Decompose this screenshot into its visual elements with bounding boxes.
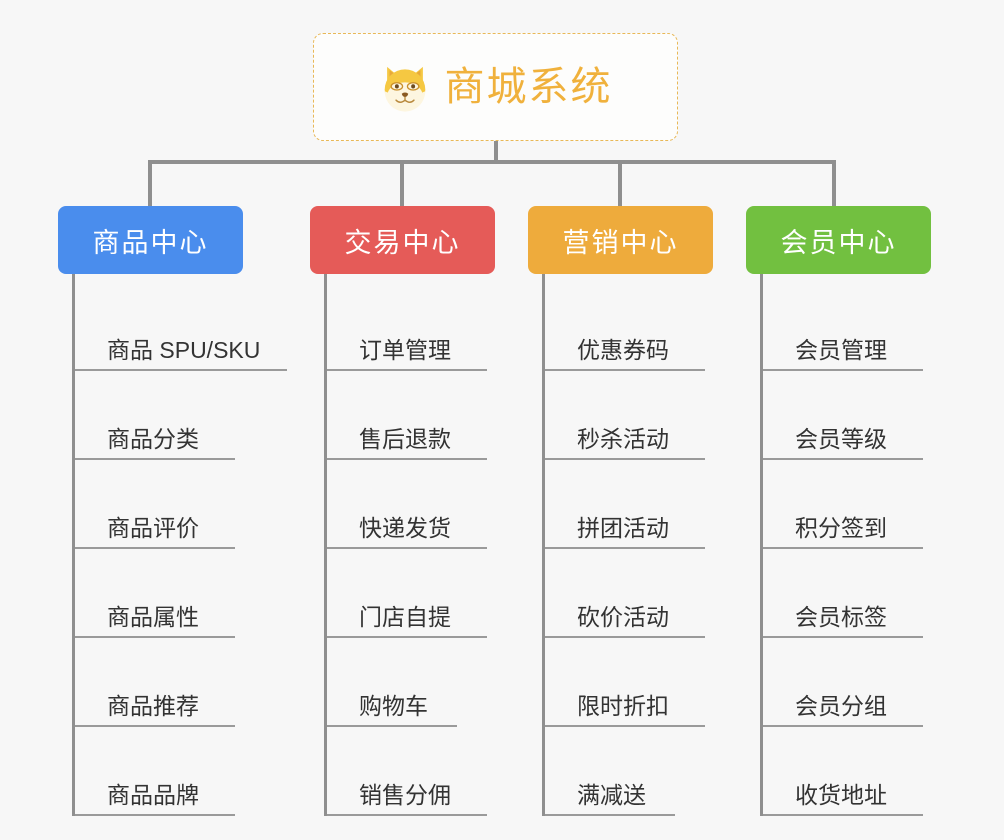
leaf-label: 会员标签 [795,603,887,630]
leaf-underline [327,814,487,816]
leaf-underline [545,636,705,638]
list-item[interactable]: 商品 SPU/SKU [75,282,287,371]
leaf-list-marketing: 优惠券码 秒杀活动 拼团活动 砍价活动 限时折扣 满减送 [542,274,748,816]
list-item[interactable]: 商品品牌 [75,727,278,816]
list-item[interactable]: 会员分组 [763,638,966,727]
list-item[interactable]: 订单管理 [327,282,530,371]
leaf-label: 会员分组 [795,692,887,719]
list-item[interactable]: 商品评价 [75,460,278,549]
list-item[interactable]: 会员管理 [763,282,966,371]
root-node[interactable]: 商城系统 [313,33,678,141]
root-title: 商城系统 [444,65,613,109]
list-item[interactable]: 会员等级 [763,371,966,460]
leaf-list-trade: 订单管理 售后退款 快递发货 门店自提 购物车 销售分佣 [324,274,530,816]
leaf-underline [763,547,923,549]
category-column-member: 会员中心 会员管理 会员等级 积分签到 会员标签 会员分组 [746,206,966,816]
leaf-underline [75,636,235,638]
list-item[interactable]: 拼团活动 [545,460,748,549]
leaf-underline [75,725,235,727]
category-column-trade: 交易中心 订单管理 售后退款 快递发货 门店自提 购物车 [310,206,530,816]
leaf-underline [327,369,487,371]
leaf-label: 门店自提 [359,603,451,630]
leaf-underline [545,458,705,460]
connector-drop-1 [148,160,152,206]
leaf-underline [763,636,923,638]
shiba-inu-icon [384,66,425,112]
category-header-product[interactable]: 商品中心 [58,206,243,274]
leaf-label: 会员管理 [795,336,887,363]
list-item[interactable]: 砍价活动 [545,549,748,638]
leaf-underline [763,458,923,460]
category-title: 交易中心 [344,227,461,258]
list-item[interactable]: 限时折扣 [545,638,748,727]
leaf-label: 购物车 [359,692,428,719]
category-header-member[interactable]: 会员中心 [746,206,931,274]
leaf-label: 优惠券码 [577,336,669,363]
connector-horizontal-bus [148,160,836,164]
list-item[interactable]: 购物车 [327,638,530,727]
leaf-underline [763,814,923,816]
leaf-label: 收货地址 [795,781,887,808]
leaf-label: 商品评价 [107,514,199,541]
leaf-label: 商品推荐 [107,692,199,719]
leaf-underline [327,636,487,638]
list-item[interactable]: 收货地址 [763,727,966,816]
leaf-label: 拼团活动 [577,514,669,541]
leaf-underline [75,369,287,371]
connector-root-stem [494,141,498,163]
category-title: 营销中心 [562,227,679,258]
leaf-label: 限时折扣 [577,692,669,719]
category-title: 会员中心 [780,227,897,258]
list-item[interactable]: 满减送 [545,727,748,816]
list-item[interactable]: 会员标签 [763,549,966,638]
leaf-label: 销售分佣 [359,781,451,808]
leaf-label: 砍价活动 [577,603,669,630]
leaf-underline [327,547,487,549]
leaf-underline [545,725,705,727]
category-header-trade[interactable]: 交易中心 [310,206,495,274]
leaf-underline [75,814,235,816]
list-item[interactable]: 商品分类 [75,371,278,460]
leaf-label: 商品分类 [107,425,199,452]
connector-drop-2 [400,160,404,206]
leaf-label: 积分签到 [795,514,887,541]
list-item[interactable]: 销售分佣 [327,727,530,816]
leaf-underline [327,458,487,460]
leaf-underline [75,547,235,549]
leaf-underline [763,725,923,727]
category-column-marketing: 营销中心 优惠券码 秒杀活动 拼团活动 砍价活动 限时折扣 [528,206,748,816]
list-item[interactable]: 商品属性 [75,549,278,638]
leaf-label: 售后退款 [359,425,451,452]
leaf-label: 会员等级 [795,425,887,452]
leaf-label: 商品 SPU/SKU [107,336,261,363]
list-item[interactable]: 商品推荐 [75,638,278,727]
connector-drop-4 [832,160,836,206]
leaf-underline [545,814,675,816]
leaf-underline [545,547,705,549]
leaf-underline [763,369,923,371]
leaf-label: 订单管理 [359,336,451,363]
leaf-underline [75,458,235,460]
leaf-underline [327,725,457,727]
leaf-label: 商品属性 [107,603,199,630]
leaf-label: 秒杀活动 [577,425,669,452]
leaf-underline [545,369,705,371]
list-item[interactable]: 积分签到 [763,460,966,549]
list-item[interactable]: 门店自提 [327,549,530,638]
leaf-label: 快递发货 [359,514,451,541]
connector-drop-3 [618,160,622,206]
category-title: 商品中心 [92,227,209,258]
list-item[interactable]: 快递发货 [327,460,530,549]
leaf-label: 满减送 [577,781,646,808]
leaf-list-product: 商品 SPU/SKU 商品分类 商品评价 商品属性 商品推荐 商品品牌 [72,274,287,816]
list-item[interactable]: 秒杀活动 [545,371,748,460]
category-header-marketing[interactable]: 营销中心 [528,206,713,274]
category-column-product: 商品中心 商品 SPU/SKU 商品分类 商品评价 商品属性 商品推荐 [58,206,287,816]
list-item[interactable]: 优惠券码 [545,282,748,371]
leaf-label: 商品品牌 [107,781,199,808]
leaf-list-member: 会员管理 会员等级 积分签到 会员标签 会员分组 收货地址 [760,274,966,816]
list-item[interactable]: 售后退款 [327,371,530,460]
